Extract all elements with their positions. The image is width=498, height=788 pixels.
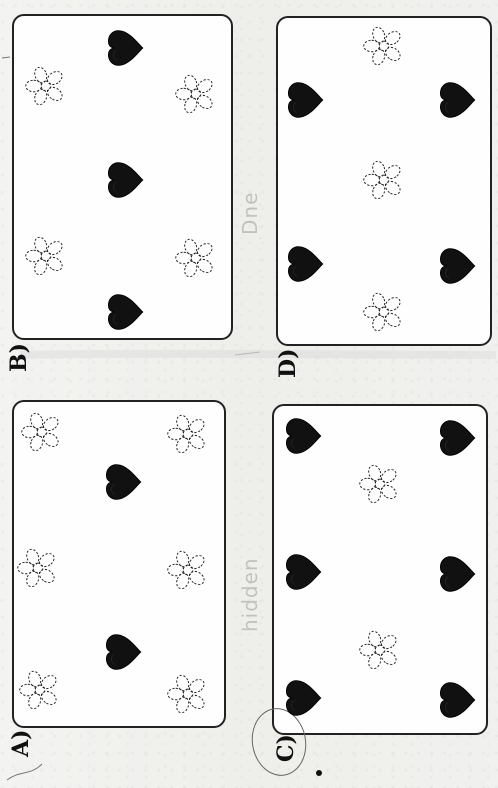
- heart-icon: [104, 26, 148, 70]
- heart-icon: [436, 416, 480, 460]
- flower-icon: [362, 158, 406, 202]
- flower-icon: [174, 236, 218, 280]
- flower-icon: [24, 64, 68, 108]
- heart-icon: [284, 78, 328, 122]
- flower-icon: [362, 290, 406, 334]
- flower-icon: [24, 234, 68, 278]
- ink-dot: [316, 770, 322, 776]
- heart-icon: [282, 676, 326, 720]
- heart-icon: [436, 552, 480, 596]
- heart-icon: [284, 242, 328, 286]
- option-b-label: B): [6, 343, 32, 372]
- flower-icon: [20, 410, 64, 454]
- flower-icon: [16, 546, 60, 590]
- heart-icon: [102, 460, 146, 504]
- heart-icon: [104, 290, 148, 334]
- flower-icon: [166, 548, 210, 592]
- flower-icon: [18, 668, 62, 712]
- heart-icon: [282, 414, 326, 458]
- heart-icon: [436, 678, 480, 722]
- flower-icon: [358, 628, 402, 672]
- pencil-mark-top: Dne: [238, 192, 262, 235]
- flower-icon: [166, 672, 210, 716]
- heart-icon: [282, 550, 326, 594]
- pencil-mark-bottom: hidden: [238, 557, 262, 632]
- heart-icon: [436, 78, 480, 122]
- flower-icon: [362, 24, 406, 68]
- option-a-label: A): [8, 730, 34, 757]
- flower-icon: [166, 412, 210, 456]
- heart-icon: [436, 244, 480, 288]
- heart-icon: [102, 630, 146, 674]
- option-d-label: D): [275, 349, 301, 379]
- flower-icon: [358, 462, 402, 506]
- flower-icon: [174, 72, 218, 116]
- heart-icon: [104, 158, 148, 202]
